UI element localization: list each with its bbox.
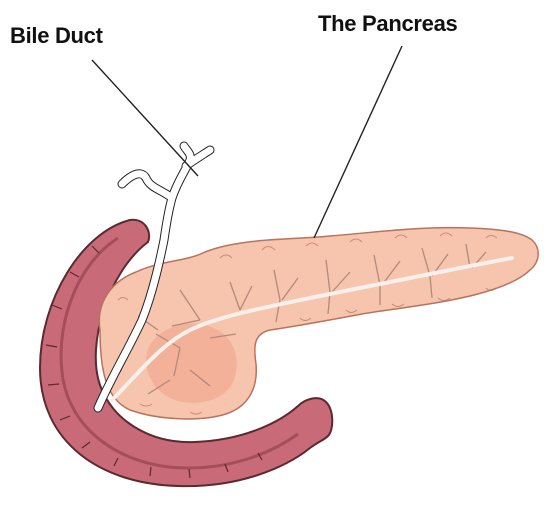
bile-duct-leader-line: [91, 59, 199, 177]
pancreas: [98, 226, 539, 420]
pancreatic-duct-branches: [137, 243, 487, 395]
pancreas-label: The Pancreas: [318, 11, 458, 36]
pancreas-leader-line: [313, 45, 403, 239]
pancreatic-main-duct: [110, 256, 514, 402]
duodenum-inner-fold: [59, 236, 299, 470]
pancreas-lobule-texture: [111, 232, 498, 415]
duodenum-fold-marks: [45, 245, 263, 479]
bile-duct-label: Bile Duct: [10, 23, 103, 48]
